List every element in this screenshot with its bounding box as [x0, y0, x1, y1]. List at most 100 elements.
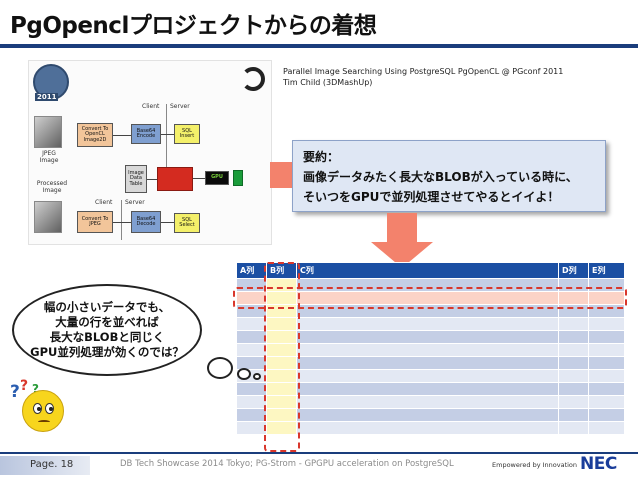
client-server-divider-bottom	[121, 200, 122, 240]
thought-line-4: GPU並列処理が効くのでは？	[30, 345, 184, 359]
table-cell	[588, 330, 625, 344]
flow-arrow	[161, 222, 174, 223]
summary-callout: 要約： 画像データみたく長大なBLOBが入っている時に、 そいつをGPUで並列処…	[292, 140, 606, 212]
highlighted-column-outline	[264, 262, 300, 452]
server-label-bottom: Server	[125, 199, 145, 206]
flow-arrow	[147, 179, 157, 180]
thinking-face-icon	[22, 390, 64, 432]
table-cell	[296, 356, 559, 370]
summary-heading: 要約：	[303, 150, 340, 164]
table-cell	[588, 382, 625, 396]
convert-opencl-block: Convert To OpenCL Image2D	[77, 123, 113, 147]
thought-dot-medium	[237, 368, 251, 380]
table-cell	[236, 317, 267, 331]
table-row	[236, 356, 625, 370]
client-server-divider-top	[166, 104, 167, 184]
table-cell	[266, 369, 297, 383]
table-cell	[296, 343, 559, 357]
client-label-bottom: Client	[95, 199, 113, 206]
gpu-card-block: GPU	[205, 171, 229, 185]
thought-bubble: 幅の小さいデータでも、 大量の行を並べれば 長大なBLOBと同じく GPU並列処…	[12, 284, 202, 376]
table-row	[236, 408, 625, 422]
callout-pointer	[270, 162, 292, 188]
face-pupil	[37, 407, 41, 411]
sql-select-block: SQL Select	[174, 213, 200, 233]
table-cell	[588, 421, 625, 435]
table-cell	[558, 343, 589, 357]
highlighted-row-outline	[233, 287, 627, 309]
summary-line-2: そいつをGPUで並列処理させてやるとイイよ！	[303, 190, 560, 204]
processed-image-label: Processed Image	[36, 180, 68, 194]
table-cell	[558, 382, 589, 396]
processed-image-thumbnail	[34, 201, 62, 233]
table-cell	[558, 395, 589, 409]
column-header-d: D列	[558, 262, 589, 279]
thought-line-1: 幅の小さいデータでも、	[43, 300, 171, 314]
table-cell	[296, 395, 559, 409]
sql-insert-block: SQL Insert	[174, 124, 200, 144]
pgopencl-diagram-image: 2011 Client Server JPEG Image Convert To…	[28, 60, 272, 245]
conference-year-badge: 2011	[35, 93, 59, 101]
table-header-row: A列 B列 C列 D列 E列	[236, 262, 625, 279]
table-cell	[296, 317, 559, 331]
page-number: Page. 18	[0, 456, 90, 475]
table-cell	[558, 317, 589, 331]
brand-tagline: Empowered by Innovation	[492, 461, 578, 469]
jpeg-image-label: JPEG Image	[39, 150, 59, 164]
column-header-a: A列	[236, 262, 267, 279]
question-mark-icon: ?	[20, 378, 29, 394]
swirl-logo-icon	[241, 67, 265, 91]
table-cell	[558, 421, 589, 435]
title-divider	[0, 44, 638, 48]
flow-arrow	[161, 134, 174, 135]
table-cell	[266, 330, 297, 344]
summary-line-1: 画像データみたく長大なBLOBが入っている時に、	[303, 170, 578, 184]
citation-author: Tim Child (3DMashUp)	[283, 78, 373, 87]
event-caption: DB Tech Showcase 2014 Tokyo; PG-Strom - …	[120, 459, 454, 469]
face-pupil	[49, 407, 53, 411]
down-arrow-shaft	[387, 213, 417, 243]
table-row	[236, 343, 625, 357]
data-table: A列 B列 C列 D列 E列	[236, 262, 625, 435]
thought-dot-small	[253, 373, 261, 380]
server-label-top: Server	[170, 103, 190, 110]
jpeg-image-thumbnail	[34, 116, 62, 148]
flow-arrow	[113, 135, 131, 136]
thought-dot-large	[207, 357, 233, 379]
question-mark-icon: ?	[10, 382, 20, 402]
table-cell	[236, 395, 267, 409]
base64-encode-block: Base64 Encode	[131, 124, 161, 144]
table-cell	[296, 421, 559, 435]
footer-divider	[0, 452, 638, 454]
opencl-kernel-block	[157, 167, 193, 191]
gpu-chip-icon	[233, 170, 243, 186]
column-header-e: E列	[588, 262, 625, 279]
table-cell	[296, 382, 559, 396]
table-cell	[588, 369, 625, 383]
citation: Parallel Image Searching Using PostgreSQ…	[283, 66, 563, 88]
footer	[0, 454, 638, 479]
table-cell	[296, 291, 559, 305]
table-cell	[236, 382, 267, 396]
flow-arrow	[193, 178, 205, 179]
thought-line-2: 大量の行を並べれば	[55, 315, 159, 329]
table-cell	[558, 356, 589, 370]
table-cell	[236, 408, 267, 422]
face-mouth	[38, 420, 50, 424]
table-cell	[266, 382, 297, 396]
column-header-b: B列	[266, 262, 297, 279]
table-row	[236, 382, 625, 396]
table-cell	[588, 408, 625, 422]
table-cell	[588, 343, 625, 357]
table-cell	[558, 408, 589, 422]
table-cell	[588, 395, 625, 409]
convert-jpeg-block: Convert To JPEG	[77, 211, 113, 233]
image-data-table-block: Image Data Table	[125, 165, 147, 193]
table-row	[236, 395, 625, 409]
face-eye	[33, 403, 42, 414]
table-cell	[236, 291, 267, 305]
thought-line-3: 長大なBLOBと同じく	[49, 330, 165, 344]
table-body	[236, 278, 625, 435]
client-label-top: Client	[142, 103, 160, 110]
table-cell	[558, 369, 589, 383]
